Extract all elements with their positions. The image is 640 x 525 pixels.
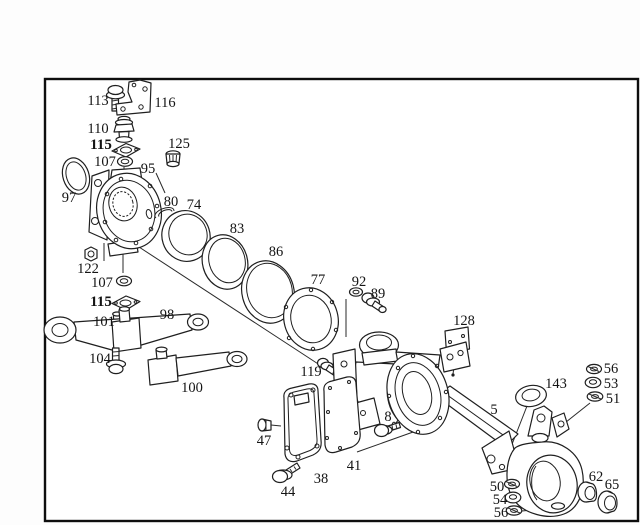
part-label-115b: 115 bbox=[90, 294, 112, 310]
part-label-77: 77 bbox=[311, 272, 326, 288]
part-label-110: 110 bbox=[87, 121, 108, 137]
part-143-thrust-ring bbox=[515, 384, 547, 408]
part-62-bushing bbox=[577, 481, 598, 503]
part-56-lock-washer-upper bbox=[585, 363, 603, 375]
part-80-lock-plate bbox=[154, 207, 175, 219]
part-104-bolt bbox=[105, 347, 127, 375]
part-label-38: 38 bbox=[314, 471, 329, 487]
part-86-ring bbox=[240, 260, 296, 324]
part-44-bolt bbox=[271, 462, 301, 484]
part-label-128: 128 bbox=[453, 313, 475, 329]
part-label-62: 62 bbox=[589, 469, 604, 485]
part-97-radial-seal bbox=[61, 157, 91, 195]
part-label-97: 97 bbox=[62, 190, 77, 206]
part-label-56a: 56 bbox=[604, 361, 619, 377]
part-label-80: 80 bbox=[164, 194, 179, 210]
part-label-65: 65 bbox=[605, 477, 620, 493]
part-label-95: 95 bbox=[141, 161, 156, 177]
part-107-seal-ring-top bbox=[116, 156, 134, 167]
part-51-washer bbox=[586, 391, 604, 402]
part-label-8: 8 bbox=[384, 409, 391, 425]
part-label-107a: 107 bbox=[94, 154, 116, 170]
part-label-5: 5 bbox=[490, 402, 497, 418]
part-92-washer bbox=[348, 287, 364, 297]
part-label-119: 119 bbox=[300, 364, 321, 380]
part-107-seal-ring-lower bbox=[115, 275, 133, 287]
part-98-steering-arm bbox=[43, 306, 210, 353]
part-label-115a: 115 bbox=[90, 137, 112, 153]
part-label-53: 53 bbox=[604, 376, 619, 392]
part-116-bracket bbox=[115, 79, 152, 116]
part-74-ring bbox=[161, 210, 211, 262]
part-77-flange-ring bbox=[283, 287, 339, 352]
part-89-bolt bbox=[361, 292, 387, 314]
part-50-lock-washer bbox=[503, 478, 521, 490]
part-38-cover-plate bbox=[283, 383, 322, 463]
part-label-50: 50 bbox=[490, 479, 505, 495]
part-label-44: 44 bbox=[281, 484, 296, 500]
part-54-washer bbox=[504, 491, 522, 504]
part-8-bolt bbox=[373, 421, 402, 438]
part-label-41: 41 bbox=[347, 458, 362, 474]
part-label-98: 98 bbox=[160, 307, 175, 323]
part-label-51: 51 bbox=[606, 391, 621, 407]
part-label-47: 47 bbox=[257, 433, 272, 449]
part-53-washer bbox=[584, 376, 602, 389]
part-label-101: 101 bbox=[93, 314, 115, 330]
part-label-107b: 107 bbox=[91, 275, 113, 291]
part-100-steering-arm bbox=[147, 346, 248, 386]
part-41-gasket bbox=[323, 376, 361, 454]
part-label-92: 92 bbox=[352, 274, 367, 290]
part-115-gasket-top bbox=[111, 142, 141, 158]
part-label-116: 116 bbox=[154, 95, 175, 111]
part-label-122: 122 bbox=[77, 261, 99, 277]
part-122-hex-nut bbox=[84, 246, 98, 262]
part-label-104: 104 bbox=[89, 351, 112, 367]
part-56-lock-washer-lower bbox=[505, 505, 523, 516]
part-label-54: 54 bbox=[493, 492, 508, 508]
part-label-100: 100 bbox=[181, 380, 203, 396]
part-110-breather-valve bbox=[113, 115, 135, 143]
part-label-74: 74 bbox=[187, 197, 202, 213]
part-label-89: 89 bbox=[371, 286, 386, 302]
part-95-knuckle-housing bbox=[88, 167, 162, 257]
part-65-cap bbox=[597, 490, 618, 514]
part-47-plug bbox=[257, 418, 282, 432]
part-label-113: 113 bbox=[87, 93, 108, 109]
part-label-143: 143 bbox=[545, 376, 567, 392]
part-label-83: 83 bbox=[230, 221, 245, 237]
part-125-threaded-plug bbox=[165, 150, 181, 168]
part-label-86: 86 bbox=[269, 244, 284, 260]
part-83-ring bbox=[201, 234, 249, 290]
part-label-125: 125 bbox=[168, 136, 190, 152]
part-label-56b: 56 bbox=[494, 505, 509, 521]
part-knuckle-assembly-right bbox=[481, 405, 584, 517]
